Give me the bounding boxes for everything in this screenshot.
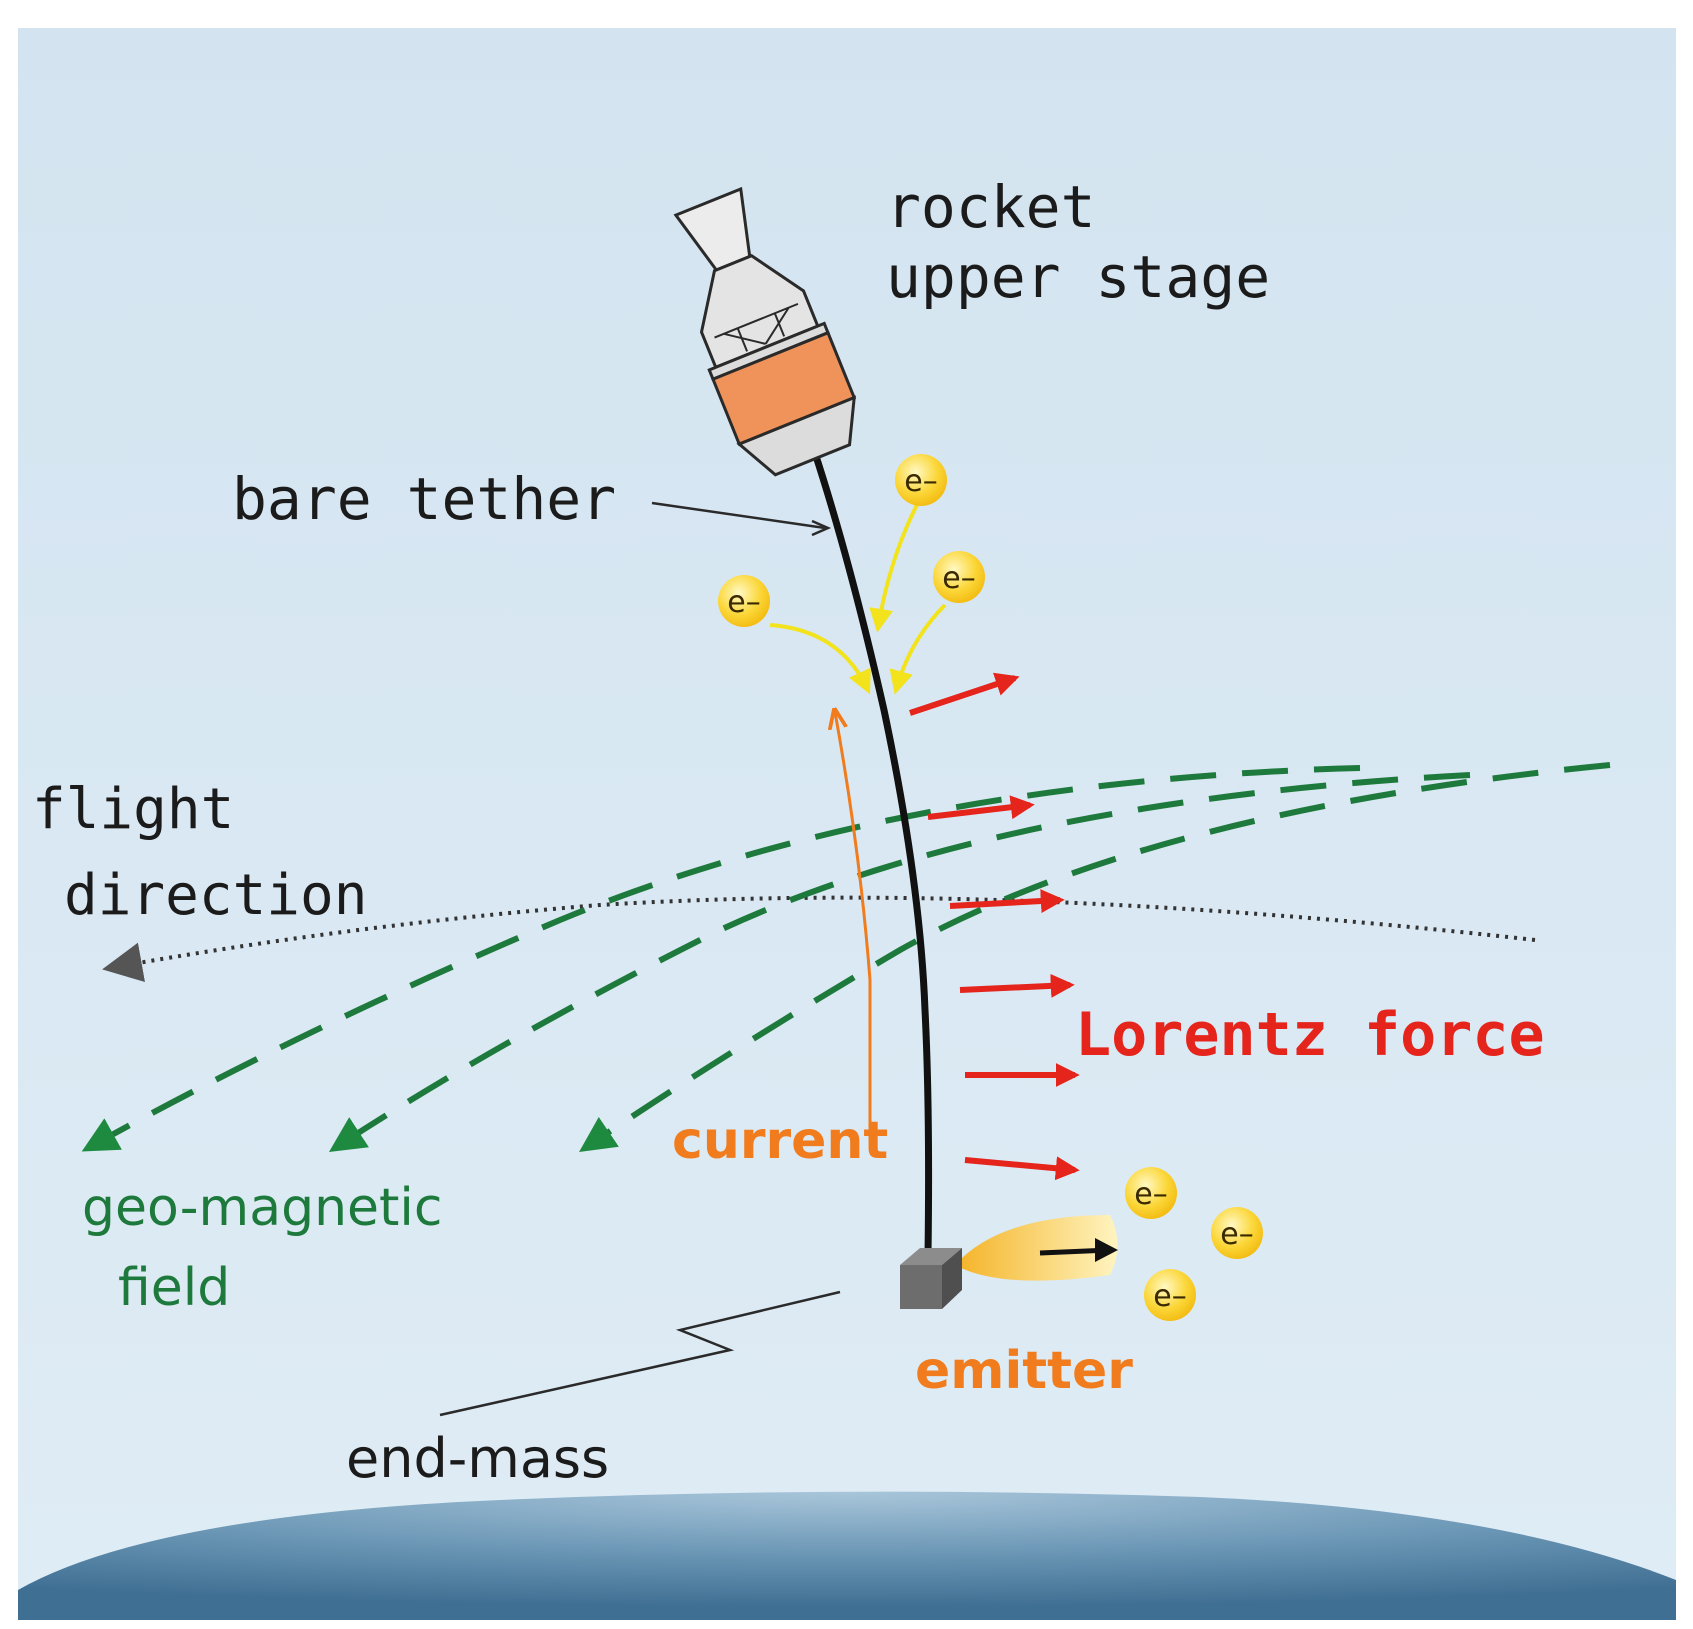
lorentz-force-arrows [909,672,1080,1181]
electron-flow-3 [769,623,871,695]
label-upper-stage: upper stage [886,243,1271,311]
label-geo-magnetic: geo-magnetic [82,1178,443,1238]
electron-1: e– [895,454,947,506]
lorentz-arrow-4 [959,973,1075,998]
electron-collection-flows [769,496,947,695]
current-arrow [835,712,872,1140]
svg-text:e–: e– [727,585,760,620]
lorentz-arrow-2 [927,795,1035,820]
field-line-2 [328,772,1471,1152]
sky-background [18,28,1676,1620]
label-end-mass: end-mass [346,1427,610,1490]
rocket-upper-stage [673,186,857,477]
rocket-base [736,395,856,477]
electron-4: e– [1125,1167,1177,1219]
electron-3: e– [718,575,770,627]
field-line-1 [81,765,1361,1152]
label-current: current [672,1111,889,1171]
electron-flow-2 [889,603,947,695]
lorentz-arrow-6 [964,1156,1080,1181]
lorentz-arrow-3 [949,889,1065,914]
electron-flow-1 [869,496,923,633]
label-flight: flight [32,777,235,842]
svg-text:e–: e– [1153,1279,1186,1314]
label-lorentz-force: Lorentz force [1075,1000,1545,1070]
electrons: e– e– e– e– e– e– [718,454,1263,1321]
bare-tether-pointer [651,501,826,530]
label-bare-tether: bare tether [232,465,617,533]
emitter-plume [955,1215,1118,1281]
earth-horizon [18,1491,1676,1620]
geo-magnetic-field-lines [81,762,1611,1153]
svg-text:e–: e– [904,464,937,499]
svg-text:e–: e– [1220,1217,1253,1252]
svg-text:e–: e– [1134,1177,1167,1212]
bare-tether [810,448,933,1256]
label-field: field [118,1258,231,1318]
field-line-3 [579,762,1611,1153]
bare-tether-pointer-head [811,519,832,537]
label-rocket: rocket [886,173,1096,241]
emitter-arrow-head [1095,1238,1118,1262]
lorentz-arrow-1 [909,672,1020,716]
end-mass-box [900,1248,962,1309]
svg-text:e–: e– [942,561,975,596]
electron-2: e– [933,551,985,603]
flight-path-arrow [102,895,1536,983]
label-emitter: emitter [915,1341,1133,1401]
electron-6: e– [1144,1269,1196,1321]
end-mass-pointer [439,1290,841,1417]
electron-5: e– [1211,1207,1263,1259]
label-direction: direction [64,863,368,928]
